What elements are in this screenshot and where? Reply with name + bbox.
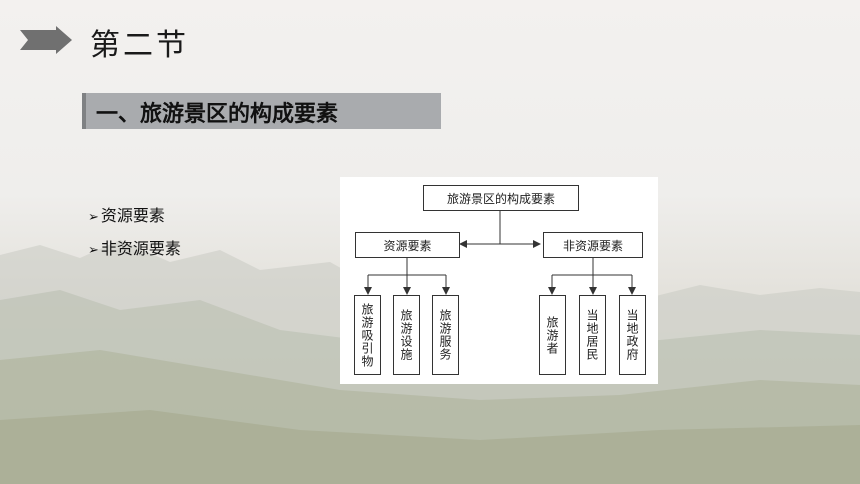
diagram-root-node: 旅游景区的构成要素 xyxy=(423,185,579,211)
section-title: 第二节 xyxy=(90,28,189,63)
diagram-leaf-node: 当地居民 xyxy=(579,295,606,375)
heading-text: 一、旅游景区的构成要素 xyxy=(96,102,339,127)
diagram-panel: 旅游景区的构成要素 资源要素 非资源要素 旅游吸引物 旅游设施 旅游服务 旅游者… xyxy=(340,177,658,384)
bullet-item: ➢非资源要素 xyxy=(88,238,181,260)
arrow-right-icon xyxy=(20,26,72,54)
heading-bar: 一、旅游景区的构成要素 xyxy=(82,93,441,129)
diagram-leaf-node: 旅游服务 xyxy=(432,295,459,375)
diagram-leaf-node: 当地政府 xyxy=(619,295,646,375)
diagram-branch-resource: 资源要素 xyxy=(355,232,460,258)
bullet-item: ➢资源要素 xyxy=(88,205,181,227)
diagram-leaf-node: 旅游设施 xyxy=(393,295,420,375)
diagram-edges xyxy=(364,211,636,295)
bullet-list: ➢资源要素 ➢非资源要素 xyxy=(88,205,181,271)
diagram-branch-nonresource: 非资源要素 xyxy=(543,232,643,258)
bullet-arrow-icon: ➢ xyxy=(88,210,99,225)
bullet-arrow-icon: ➢ xyxy=(88,243,99,258)
bullet-text: 资源要素 xyxy=(100,206,165,225)
bullet-text: 非资源要素 xyxy=(100,239,181,258)
diagram-leaf-node: 旅游者 xyxy=(539,295,566,375)
diagram-leaf-node: 旅游吸引物 xyxy=(354,295,381,375)
